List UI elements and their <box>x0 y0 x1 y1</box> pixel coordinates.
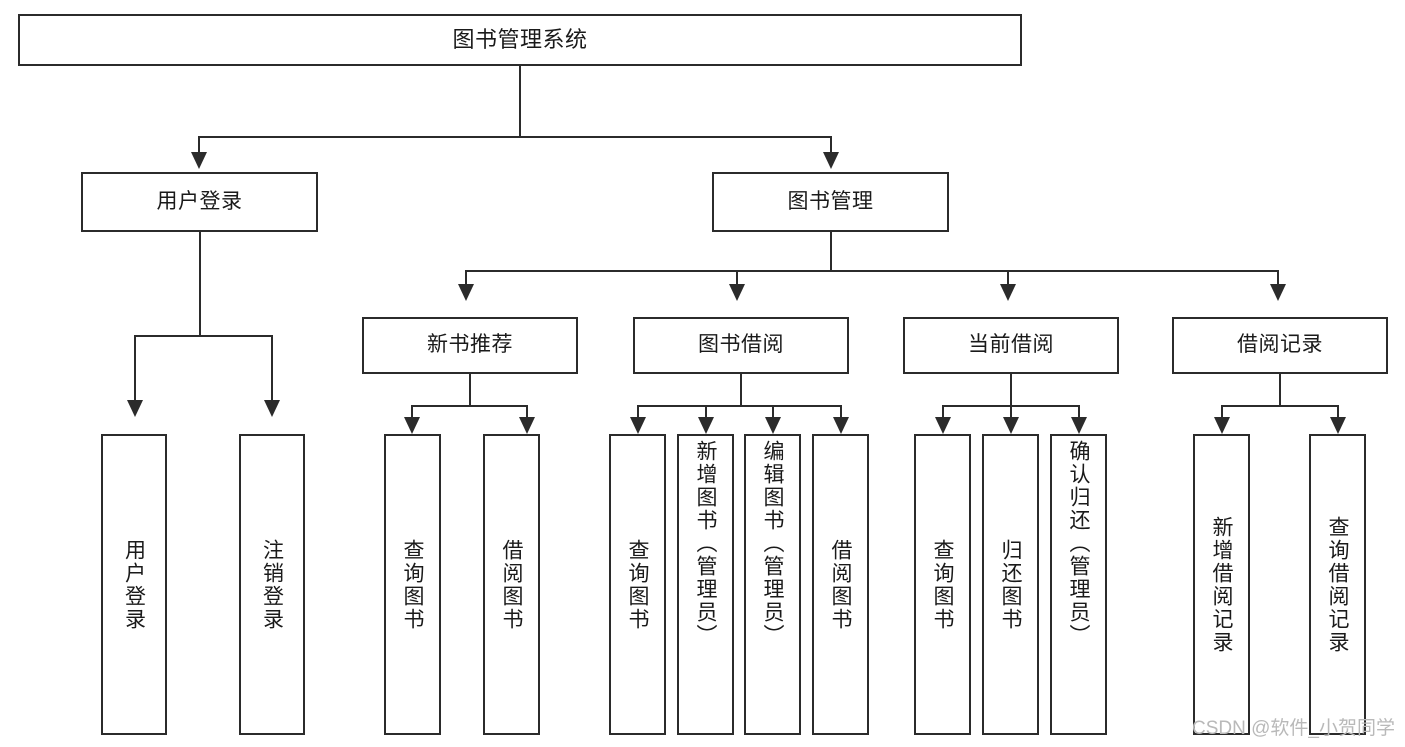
connector-new-books-bar <box>411 405 527 407</box>
node-user-login-label: 用户登录 <box>156 189 243 213</box>
connector-borrow-c1 <box>637 405 639 419</box>
connector-new-books-stem <box>469 374 471 406</box>
node-user-login[interactable]: 用户登录 <box>81 172 318 232</box>
connector-book-mgmt-stem <box>830 232 832 271</box>
node-borrow-records[interactable]: 借阅记录 <box>1172 317 1388 374</box>
connector-to-borrow <box>736 270 738 286</box>
arrow-borrow-leaf-3 <box>765 417 781 434</box>
leaf-borrow-book[interactable]: 借阅图书 <box>812 434 869 735</box>
arrow-to-new-books <box>458 284 474 301</box>
connector-records-c2 <box>1337 405 1339 419</box>
leaf-current-confirm-return[interactable]: 确认归还（管理员） <box>1050 434 1107 735</box>
arrow-user-login-leaf-2 <box>264 400 280 417</box>
connector-new-books-c2 <box>526 405 528 419</box>
arrow-to-current <box>1000 284 1016 301</box>
arrow-root-to-book-mgmt <box>823 152 839 169</box>
connector-to-new-books <box>465 270 467 286</box>
connector-to-records <box>1277 270 1279 286</box>
leaf-new-books-query[interactable]: 查询图书 <box>384 434 441 735</box>
connector-root-to-book-mgmt <box>830 136 832 154</box>
connector-borrow-bar <box>637 405 841 407</box>
leaf-logout-label: 注销登录 <box>260 538 284 631</box>
connector-records-c1 <box>1221 405 1223 419</box>
connector-user-login-stem <box>199 232 201 336</box>
node-book-borrow[interactable]: 图书借阅 <box>633 317 849 374</box>
leaf-current-return-label: 归还图书 <box>999 538 1023 631</box>
connector-root-stem <box>519 66 521 137</box>
leaf-user-login[interactable]: 用户登录 <box>101 434 167 735</box>
leaf-records-query-label: 查询借阅记录 <box>1326 515 1350 654</box>
arrow-current-leaf-2 <box>1003 417 1019 434</box>
connector-current-c1 <box>942 405 944 419</box>
connector-user-login-right <box>271 335 273 402</box>
connector-root-bar <box>198 136 832 138</box>
connector-to-current <box>1007 270 1009 286</box>
node-new-book-recommend-label: 新书推荐 <box>427 333 513 357</box>
connector-new-books-c1 <box>411 405 413 419</box>
node-book-borrow-label: 图书借阅 <box>698 333 784 357</box>
connector-borrow-c2 <box>705 405 707 419</box>
leaf-records-query[interactable]: 查询借阅记录 <box>1309 434 1366 735</box>
arrow-user-login-leaf-1 <box>127 400 143 417</box>
leaf-borrow-add-label: 新增图书（管理员） <box>694 440 718 647</box>
leaf-new-books-borrow[interactable]: 借阅图书 <box>483 434 540 735</box>
leaf-new-books-query-label: 查询图书 <box>401 538 425 631</box>
leaf-logout[interactable]: 注销登录 <box>239 434 305 735</box>
connector-root-to-user-login <box>198 136 200 154</box>
arrow-records-leaf-2 <box>1330 417 1346 434</box>
arrow-records-leaf-1 <box>1214 417 1230 434</box>
arrow-borrow-leaf-2 <box>698 417 714 434</box>
connector-current-stem <box>1010 374 1012 406</box>
node-root-label: 图书管理系统 <box>452 27 588 53</box>
csdn-watermark: CSDN @软件_小贺同学 <box>1192 718 1395 739</box>
leaf-user-login-label: 用户登录 <box>122 538 146 631</box>
connector-level3-bar <box>465 270 1279 272</box>
leaf-records-add-label: 新增借阅记录 <box>1210 515 1234 654</box>
arrow-new-books-leaf-1 <box>404 417 420 434</box>
connector-borrow-stem <box>740 374 742 406</box>
node-book-management[interactable]: 图书管理 <box>712 172 949 232</box>
connector-records-bar <box>1221 405 1338 407</box>
arrow-to-records <box>1270 284 1286 301</box>
leaf-new-books-borrow-label: 借阅图书 <box>500 538 524 631</box>
arrow-root-to-user-login <box>191 152 207 169</box>
leaf-borrow-edit-label: 编辑图书（管理员） <box>761 440 785 647</box>
arrow-current-leaf-1 <box>935 417 951 434</box>
leaf-current-query[interactable]: 查询图书 <box>914 434 971 735</box>
node-current-borrow[interactable]: 当前借阅 <box>903 317 1119 374</box>
leaf-current-confirm-return-label: 确认归还（管理员） <box>1067 440 1091 647</box>
arrow-current-leaf-3 <box>1071 417 1087 434</box>
leaf-current-query-label: 查询图书 <box>931 538 955 631</box>
node-current-borrow-label: 当前借阅 <box>968 333 1054 357</box>
connector-current-c2 <box>1010 405 1012 419</box>
connector-borrow-c4 <box>840 405 842 419</box>
leaf-borrow-query[interactable]: 查询图书 <box>609 434 666 735</box>
node-borrow-records-label: 借阅记录 <box>1237 333 1323 357</box>
arrow-borrow-leaf-1 <box>630 417 646 434</box>
leaf-borrow-query-label: 查询图书 <box>626 538 650 631</box>
node-book-management-label: 图书管理 <box>787 189 874 213</box>
connector-user-login-left <box>134 335 136 402</box>
connector-borrow-c3 <box>772 405 774 419</box>
leaf-current-return[interactable]: 归还图书 <box>982 434 1039 735</box>
connector-records-stem <box>1279 374 1281 406</box>
leaf-records-add[interactable]: 新增借阅记录 <box>1193 434 1250 735</box>
node-new-book-recommend[interactable]: 新书推荐 <box>362 317 578 374</box>
leaf-borrow-book-label: 借阅图书 <box>829 538 853 631</box>
arrow-borrow-leaf-4 <box>833 417 849 434</box>
connector-user-login-bar <box>134 335 272 337</box>
leaf-borrow-edit[interactable]: 编辑图书（管理员） <box>744 434 801 735</box>
leaf-borrow-add[interactable]: 新增图书（管理员） <box>677 434 734 735</box>
node-root[interactable]: 图书管理系统 <box>18 14 1022 66</box>
connector-current-c3 <box>1078 405 1080 419</box>
arrow-to-borrow <box>729 284 745 301</box>
arrow-new-books-leaf-2 <box>519 417 535 434</box>
